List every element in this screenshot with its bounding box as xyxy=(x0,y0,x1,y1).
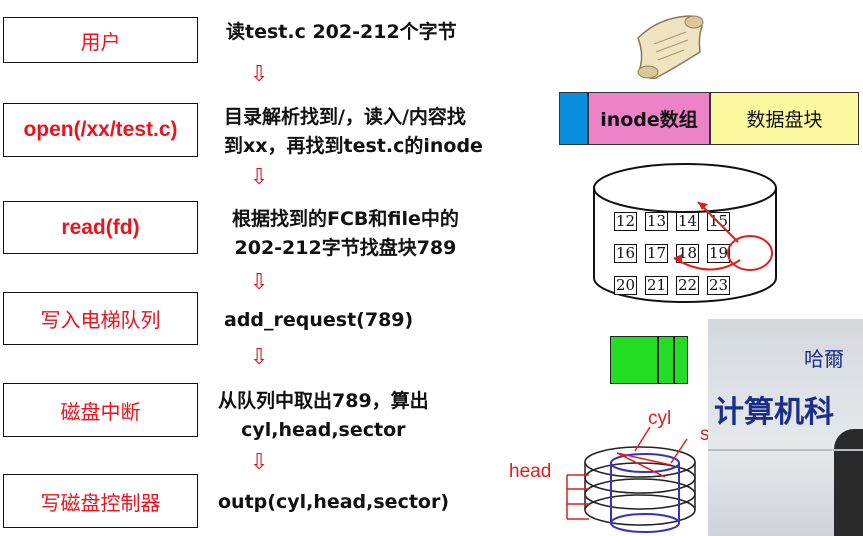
down-arrow-icon: ⇩ xyxy=(250,450,269,475)
desc-line: 目录解析找到/，读入/内容找 xyxy=(224,106,466,128)
block-cell: 17 xyxy=(645,244,668,263)
scroll-icon xyxy=(637,15,704,80)
down-arrow-icon: ⇩ xyxy=(250,165,269,190)
boot-block xyxy=(559,92,588,145)
desc-read: 根据找到的FCB和file中的 202-212字节找盘块789 xyxy=(232,205,459,263)
desc-add-request: add_request(789) xyxy=(224,306,413,335)
desc-open: 目录解析找到/，读入/内容找 到xx，再找到test.c的inode xyxy=(224,103,483,161)
desc-line: 读test.c 202-212个字节 xyxy=(226,21,457,43)
block-cell: 20 xyxy=(614,276,637,295)
desc-line: 202-212字节找盘块789 xyxy=(234,237,457,259)
block-cell: 13 xyxy=(645,212,668,231)
step-open: open(/xx/test.c) xyxy=(3,103,198,157)
sector-label: s xyxy=(700,424,710,445)
block-cell: 12 xyxy=(614,212,637,231)
desc-line: 从队列中取出789，算出 xyxy=(218,390,429,412)
down-arrow-icon: ⇩ xyxy=(250,270,269,295)
sign-line-2: 计算机科 xyxy=(714,395,834,430)
cyl-label: cyl xyxy=(648,408,672,429)
video-inset: 哈爾 计算机科 xyxy=(708,319,863,536)
desc-line: 到xx，再找到test.c的inode xyxy=(224,135,483,157)
step-read: read(fd) xyxy=(3,201,198,254)
desc-user: 读test.c 202-212个字节 xyxy=(226,18,457,47)
block-cell: 14 xyxy=(676,212,699,231)
desc-line: cyl,head,sector xyxy=(241,419,406,441)
desc-line: 根据找到的FCB和file中的 xyxy=(232,208,459,230)
step-user: 用户 xyxy=(3,17,198,63)
block-path-arrows xyxy=(673,201,773,271)
block-cell: 23 xyxy=(707,276,730,295)
block-cell: 19 xyxy=(707,244,730,263)
step-disk-interrupt: 磁盘中断 xyxy=(3,383,198,437)
desc-disk-interrupt: 从队列中取出789，算出 cyl,head,sector xyxy=(218,387,429,445)
step-write-controller: 写磁盘控制器 xyxy=(3,474,198,528)
buffer-block xyxy=(610,336,688,384)
block-cell: 22 xyxy=(676,276,699,295)
disk-platter-diagram xyxy=(566,426,696,533)
desc-line: outp(cyl,head,sector) xyxy=(218,491,450,513)
block-cell: 21 xyxy=(645,276,668,295)
block-cell: 16 xyxy=(614,244,637,263)
down-arrow-icon: ⇩ xyxy=(250,62,269,87)
down-arrow-icon: ⇩ xyxy=(250,345,269,370)
speaker-silhouette xyxy=(834,429,863,536)
desc-line: add_request(789) xyxy=(224,309,414,331)
desc-outp: outp(cyl,head,sector) xyxy=(218,488,449,517)
data-blocks: 数据盘块 xyxy=(710,92,859,145)
inode-array: inode数组 xyxy=(588,92,710,145)
head-label: head xyxy=(509,461,552,482)
step-elevator-queue: 写入电梯队列 xyxy=(3,292,198,345)
sign-line-1: 哈爾 xyxy=(804,347,844,371)
